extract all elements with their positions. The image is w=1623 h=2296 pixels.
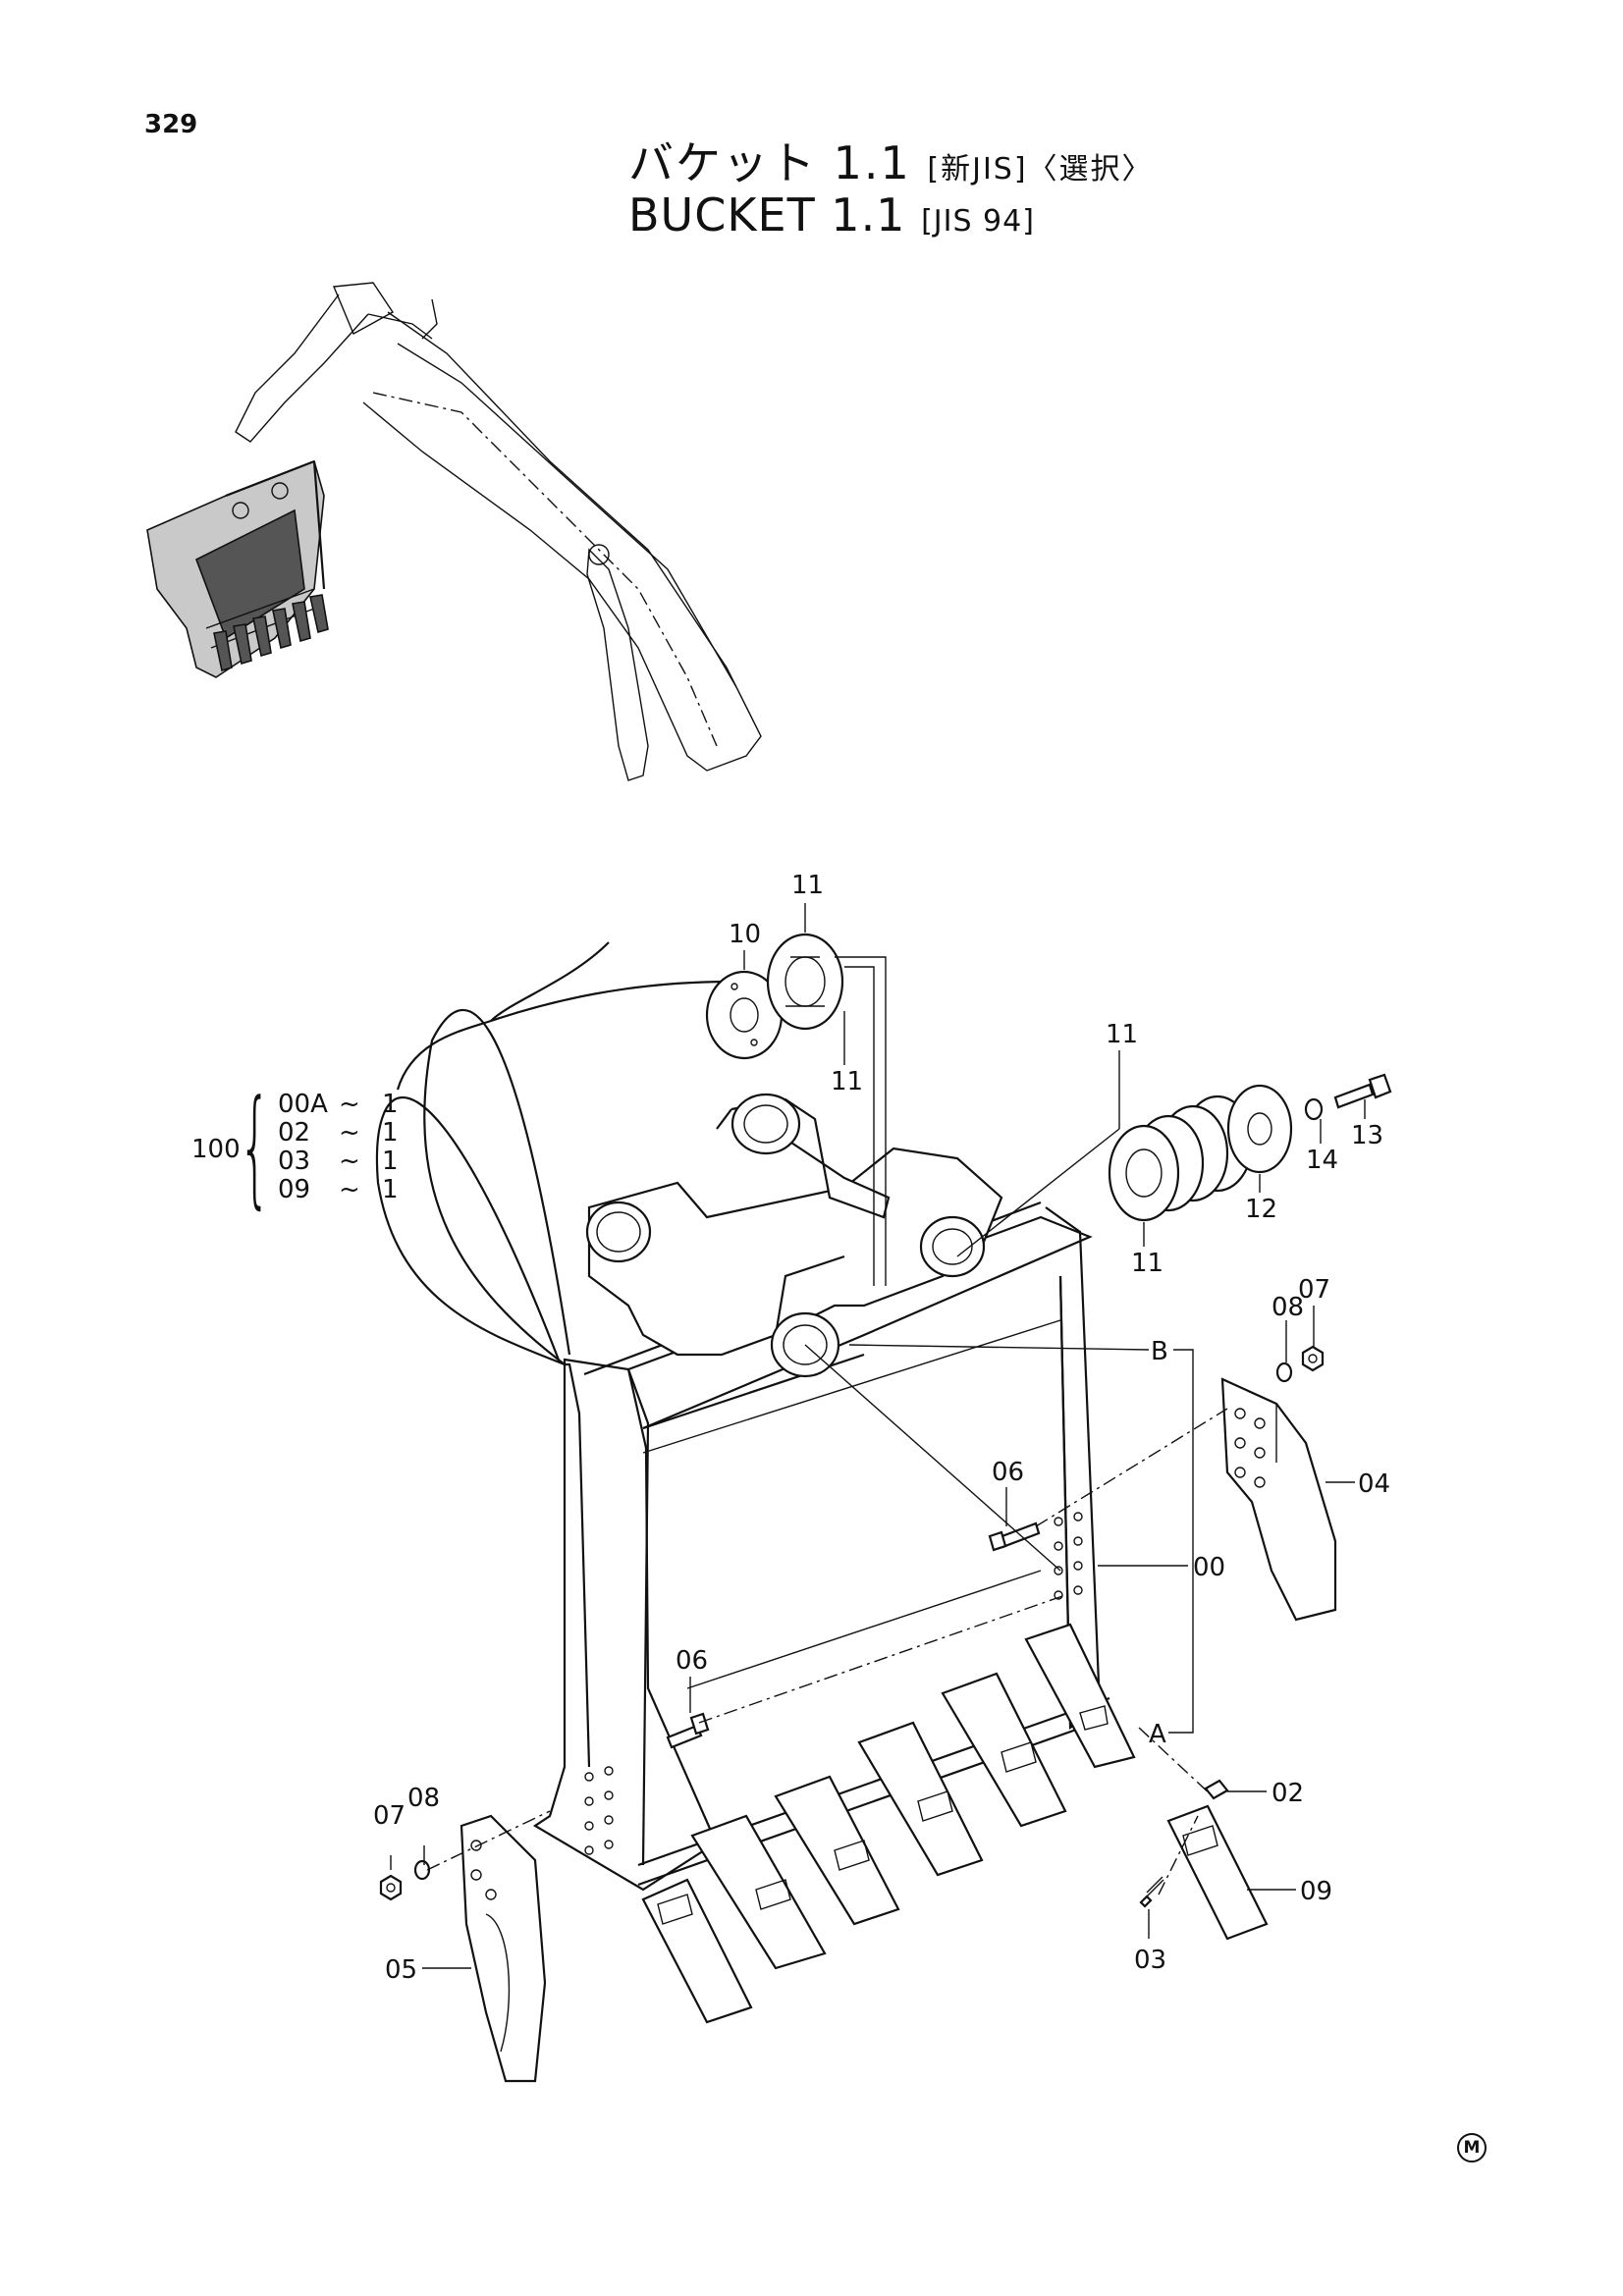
- callout-05: 05: [385, 1955, 417, 1985]
- title-jp-main: バケット 1.1: [628, 136, 911, 189]
- kit-rows: 00A ~1 02 ~1 03 ~1 09 ~1: [278, 1090, 399, 1204]
- kit-row: 00A ~1: [278, 1090, 399, 1119]
- part-05-side-cutter: [460, 1814, 547, 2083]
- callout-11-top: 11: [791, 871, 824, 900]
- callout-07-left: 07: [373, 1801, 406, 1831]
- part-12-plate: [1226, 1084, 1293, 1174]
- callout-07-right: 07: [1298, 1275, 1330, 1305]
- bucket-teeth-row: [641, 1623, 1136, 2024]
- pin-boss-top: [730, 1093, 801, 1155]
- title-japanese: バケット 1.1 [新JIS]〈選択〉: [628, 128, 1154, 192]
- small-bucket-teeth: [213, 594, 329, 672]
- kit-row: 02 ~1: [278, 1118, 399, 1148]
- part-03-lock: [1139, 1876, 1164, 1908]
- kit-tilde: ~: [339, 1175, 360, 1204]
- callout-B: B: [1151, 1337, 1168, 1366]
- callout-00: 00: [1193, 1553, 1225, 1582]
- tooth-6: [1024, 1623, 1136, 1769]
- tooth-3: [774, 1775, 900, 1926]
- kit-tilde: ~: [339, 1090, 360, 1119]
- callout-06-left: 06: [676, 1646, 708, 1676]
- excavator-overview-illustration: [146, 282, 762, 781]
- callout-11-right-top: 11: [1106, 1020, 1138, 1049]
- part-08-washer-left: [413, 1859, 431, 1881]
- callout-labels: 11 10 11 11 11 12 13 14 08 07 B 04 06 00…: [373, 871, 1390, 1985]
- callout-14: 14: [1306, 1146, 1338, 1175]
- part-13-bolt: [1333, 1073, 1392, 1109]
- callout-10: 10: [729, 920, 761, 949]
- part-06-bolt-right: [988, 1522, 1041, 1552]
- callout-04: 04: [1358, 1469, 1390, 1499]
- part-07-nut-left: [379, 1874, 403, 1901]
- callout-06-right: 06: [992, 1458, 1024, 1487]
- part-02-pin: [1204, 1779, 1229, 1800]
- tooth-1: [641, 1878, 753, 2024]
- kit-brace: {: [239, 1072, 272, 1221]
- pin-boss-upper: [585, 1201, 652, 1263]
- kit-qty: 1: [382, 1147, 399, 1176]
- kit-qty: 1: [382, 1118, 399, 1148]
- kit-row: 09 ~1: [278, 1175, 399, 1204]
- tooth-4: [857, 1721, 984, 1877]
- part-09-tooth: [1166, 1804, 1269, 1941]
- kit-code: 09: [278, 1175, 311, 1204]
- kit-code: 02: [278, 1118, 311, 1148]
- left-side-plate-holes: [584, 1766, 614, 1855]
- callout-13: 13: [1351, 1121, 1383, 1150]
- callout-09: 09: [1300, 1877, 1332, 1906]
- callout-08-left: 08: [407, 1784, 440, 1813]
- bucket-body: [375, 941, 1110, 1892]
- title-jp-spec: [新JIS]〈選択〉: [927, 152, 1154, 187]
- callout-02: 02: [1271, 1779, 1304, 1808]
- callout-A: A: [1149, 1720, 1166, 1749]
- pin-boss-middle: [919, 1215, 986, 1278]
- title-en-main: BUCKET 1.1: [628, 188, 906, 241]
- callout-11-right-bottom: 11: [1131, 1249, 1163, 1278]
- kit-qty: 1: [382, 1175, 399, 1204]
- tooth-2: [690, 1814, 827, 1970]
- tooth-5: [941, 1672, 1067, 1828]
- kit-number: 100: [191, 1135, 241, 1164]
- kit-code: 03: [278, 1147, 311, 1176]
- callout-03: 03: [1134, 1946, 1166, 1975]
- right-side-plate-holes: [1054, 1512, 1083, 1600]
- part-08-washer-right: [1275, 1362, 1293, 1383]
- kit-tilde: ~: [339, 1118, 360, 1148]
- kit-qty: 1: [382, 1090, 399, 1119]
- part-07-nut-right: [1301, 1345, 1325, 1372]
- callout-12: 12: [1245, 1195, 1277, 1224]
- kit-tilde: ~: [339, 1147, 360, 1176]
- callout-11-mid: 11: [831, 1067, 863, 1096]
- corner-mark-icon: M: [1457, 2133, 1487, 2163]
- part-11-shim-top: [766, 933, 844, 1031]
- part-06-bolt-left: [666, 1712, 710, 1749]
- part-04-side-cutter: [1220, 1377, 1337, 1622]
- title-en-spec: [JIS 94]: [921, 204, 1035, 239]
- part-14-washer: [1304, 1097, 1324, 1121]
- callout-08-right: 08: [1271, 1293, 1304, 1322]
- kit-row: 03 ~1: [278, 1147, 399, 1176]
- title-english: BUCKET 1.1 [JIS 94]: [628, 188, 1035, 241]
- leader-lines: [390, 903, 1366, 1969]
- kit-code: 00A: [278, 1090, 328, 1119]
- page-number: 329: [144, 110, 198, 139]
